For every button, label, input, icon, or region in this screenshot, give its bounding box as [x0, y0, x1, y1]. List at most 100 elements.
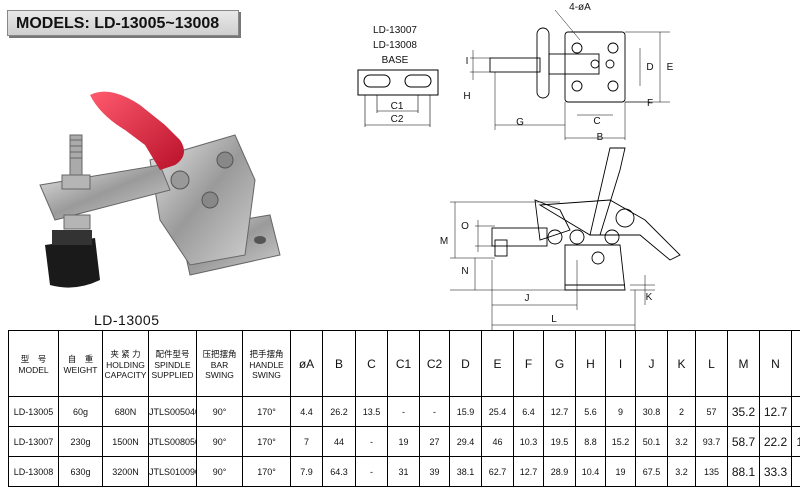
- cell-dim: 88.1: [727, 456, 760, 487]
- cell-dim: 19: [387, 426, 420, 457]
- cell-dim: 8.8: [575, 426, 606, 457]
- col-g: G: [543, 330, 576, 397]
- cell-dim: 3.2: [667, 456, 696, 487]
- cell-dim: 46: [481, 426, 514, 457]
- dim-j: J: [524, 293, 530, 304]
- dim-n: N: [461, 266, 469, 277]
- cell-dim: -: [355, 426, 388, 457]
- cell-dim: -: [387, 396, 420, 427]
- cell-dim: 19: [791, 456, 800, 487]
- cell-dim: 22.2: [759, 426, 792, 457]
- cell-model: LD-13008: [8, 456, 59, 487]
- dim-k: K: [645, 292, 653, 303]
- table-row: LD-13008 630g 3200N JTLS010090 90° 170° …: [8, 456, 800, 487]
- col-h: H: [575, 330, 606, 397]
- dim-h: H: [463, 91, 471, 102]
- col-j: J: [635, 330, 668, 397]
- base-label: BASE: [381, 55, 409, 66]
- cell-dim: 26.2: [322, 396, 356, 427]
- cell-dim: 12.7: [543, 396, 576, 427]
- col-c2: C2: [419, 330, 450, 397]
- product-label: LD-13005: [94, 312, 160, 328]
- cell-dim: 30.8: [635, 396, 668, 427]
- dim-o: O: [461, 221, 469, 232]
- cell-dim: 31: [387, 456, 420, 487]
- dim-c2: C2: [390, 114, 404, 125]
- cell-weight: 630g: [58, 456, 103, 487]
- cell-dim: 19: [605, 456, 636, 487]
- col-c: C: [355, 330, 388, 397]
- col-d: D: [449, 330, 482, 397]
- cell-dim: 58.7: [727, 426, 760, 457]
- base-model-1: LD-13007: [373, 25, 417, 36]
- cell-dim: 4.4: [290, 396, 323, 427]
- col-n: N: [759, 330, 792, 397]
- cell-dim: 10.4: [575, 456, 606, 487]
- cell-dim: 7: [290, 426, 323, 457]
- side-view-drawing: [450, 147, 681, 330]
- dim-m: M: [439, 236, 449, 247]
- col-i: I: [605, 330, 636, 397]
- cell-dim: 7.9: [791, 396, 800, 427]
- cell-dim: 15.2: [605, 426, 636, 457]
- cell-handle-swing: 170°: [242, 396, 291, 427]
- cell-dim: 28.9: [543, 456, 576, 487]
- cell-dim: 67.5: [635, 456, 668, 487]
- dim-g: G: [516, 117, 524, 128]
- cell-dim: -: [355, 456, 388, 487]
- cell-dim: 25.4: [481, 396, 514, 427]
- cell-dim: 15.9: [449, 396, 482, 427]
- cell-dim: 29.4: [449, 426, 482, 457]
- cell-bar-swing: 90°: [196, 456, 243, 487]
- col-k: K: [667, 330, 696, 397]
- dim-l: L: [551, 314, 557, 325]
- cell-capacity: 1500N: [102, 426, 149, 457]
- dim-d: D: [646, 62, 654, 73]
- cell-spindle: JTLS005040: [148, 396, 197, 427]
- cell-dim: 5.6: [575, 396, 606, 427]
- cell-dim: 12.7: [791, 426, 800, 457]
- base-drawing: [357, 69, 439, 127]
- col-o: O: [791, 330, 800, 397]
- col-a: øA: [290, 330, 323, 397]
- dim-c: C: [593, 116, 601, 127]
- cell-dim: 12.7: [759, 396, 792, 427]
- cell-bar-swing: 90°: [196, 426, 243, 457]
- models-title: MODELS: LD-13005~13008: [7, 10, 239, 36]
- col-c1: C1: [387, 330, 420, 397]
- col-e: E: [481, 330, 514, 397]
- table-row: LD-13007 230g 1500N JTLS008050 90° 170° …: [8, 426, 800, 457]
- cell-dim: 19.5: [543, 426, 576, 457]
- cell-bar-swing: 90°: [196, 396, 243, 427]
- cell-model: LD-13007: [8, 426, 59, 457]
- cell-weight: 60g: [58, 396, 103, 427]
- dim-c1: C1: [390, 101, 404, 112]
- cell-dim: 2: [667, 396, 696, 427]
- hole-callout: 4-øA: [569, 2, 591, 13]
- cell-dim: 12.7: [513, 456, 544, 487]
- col-b: B: [322, 330, 356, 397]
- cell-dim: 38.1: [449, 456, 482, 487]
- dim-f: F: [646, 98, 654, 109]
- top-view-drawing: [470, 10, 670, 140]
- dim-i: I: [465, 56, 469, 67]
- col-m: M: [727, 330, 760, 397]
- cell-dim: 6.4: [513, 396, 544, 427]
- cell-dim: 3.2: [667, 426, 696, 457]
- cell-dim: 50.1: [635, 426, 668, 457]
- cell-spindle: JTLS010090: [148, 456, 197, 487]
- table-row: LD-13005 60g 680N JTLS005040 90° 170° 4.…: [8, 396, 800, 427]
- cell-dim: 57: [695, 396, 728, 427]
- cell-dim: -: [419, 396, 450, 427]
- cell-dim: 135: [695, 456, 728, 487]
- cell-dim: 62.7: [481, 456, 514, 487]
- dim-e: E: [666, 62, 674, 73]
- cell-dim: 64.3: [322, 456, 356, 487]
